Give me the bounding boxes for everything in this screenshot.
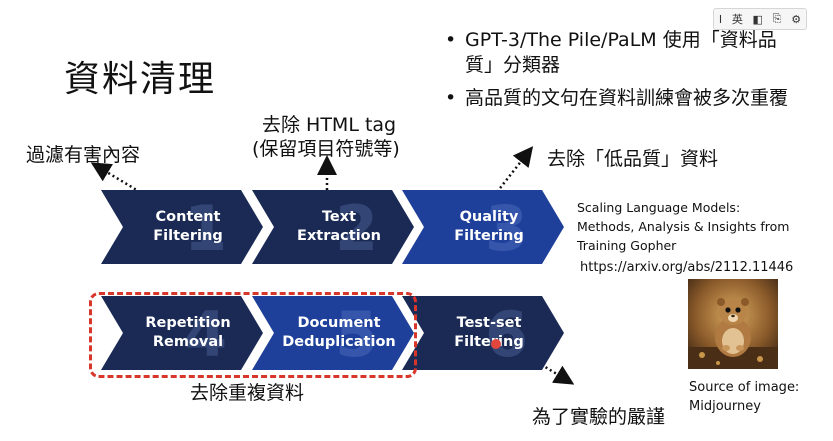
gear-icon[interactable]: ⚙ [791,12,802,26]
gopher-image [688,279,778,369]
bullet-list: • GPT-3/The Pile/PaLM 使用「資料品質」分類器 • 高品質的… [445,28,790,119]
bullet-dot-icon: • [445,87,457,109]
half-full-width-icon[interactable]: ◧ [752,12,763,26]
reference-url[interactable]: https://arxiv.org/abs/2112.11446 [580,260,794,275]
stage-chevron-shape [101,296,263,370]
slide-title: 資料清理 [64,59,217,100]
stage-label: Repetition Removal [145,315,231,350]
reference-line: Methods, Analysis & Insights from [577,219,790,234]
stage-chevron-shape [402,296,564,370]
annotation-remove-duplicates: 去除重複資料 [190,382,305,404]
stage-label: Document Deduplication [282,315,396,350]
bullet-item: • GPT-3/The Pile/PaLM 使用「資料品質」分類器 [445,28,790,78]
stage-number: 1 [184,192,228,265]
reference-line: Training Gopher [577,238,677,253]
stage-number: 6 [485,298,529,371]
arrow-filter-harmful [90,162,141,194]
stage-chevron-shape [402,190,564,264]
stage-chevron-shape [252,190,414,264]
stage-number: 3 [485,192,529,265]
stage-label: Content Filtering [153,209,223,244]
caption-line: Midjourney [689,399,761,414]
stage-number: 2 [335,192,379,265]
ime-language-toggle[interactable]: 英 [731,13,743,26]
caption-line: Source of image: [689,380,800,395]
stage-chevron-shape [101,190,263,264]
bullet-text: 高品質的文句在資料訓練會被多次重覆 [465,87,789,109]
annotation-filter-harmful: 過濾有害內容 [26,144,141,166]
stage-label: Text Extraction [297,209,381,244]
text-cursor-icon[interactable]: I [718,12,723,26]
bullet-text: GPT-3/The Pile/PaLM 使用「資料品質」分類器 [465,29,777,76]
stage-label: Quality Filtering [454,209,524,244]
laser-pointer-icon [491,339,501,349]
annotation-remove-low-quality: 去除「低品質」資料 [547,148,719,170]
stage-number: 4 [184,298,228,371]
annotation-experiment-rigor: 為了實驗的嚴謹 [532,406,666,428]
bullet-item: • 高品質的文句在資料訓練會被多次重覆 [445,86,790,111]
annotation-remove-html-note: (保留項目符號等) [252,138,400,160]
ime-toolbar: I 英 ◧ ⎘ ⚙ [713,8,807,30]
arrow-remove-low-quality [496,146,534,193]
stage-label: Test-set Filtering [454,315,524,350]
clipboard-icon[interactable]: ⎘ [772,12,782,25]
stage-number: 5 [335,298,379,371]
bullet-dot-icon: • [445,29,457,51]
reference-citation: Scaling Language Models: Methods, Analys… [577,198,789,255]
annotation-remove-html: 去除 HTML tag [262,114,397,136]
reference-line: Scaling Language Models: [577,200,741,215]
stage-chevron-shape [252,296,414,370]
image-caption: Source of image: Midjourney [689,378,799,416]
dedup-highlight-box [89,292,417,378]
